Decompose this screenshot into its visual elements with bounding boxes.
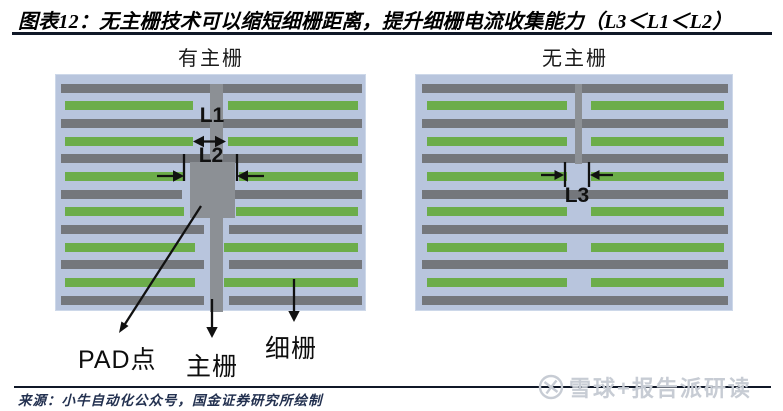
finger-stripe-green	[239, 171, 358, 181]
finger-stripe-green	[427, 277, 567, 287]
finger-stripe-green	[65, 136, 193, 146]
callout-pad-label: PAD点	[78, 346, 157, 374]
snowball-logo-icon	[538, 374, 564, 400]
finger-stripe-gray	[422, 224, 728, 234]
finger-stripe-gray	[229, 224, 362, 234]
finger-stripe-green	[228, 136, 358, 146]
left-panel-title: 有主栅	[178, 48, 244, 70]
finger-stripe-gray	[61, 295, 204, 305]
title-underline	[12, 32, 772, 35]
finger-stripe-green	[224, 242, 358, 252]
finger-stripe-gray	[61, 189, 182, 199]
pad-square	[190, 162, 235, 218]
finger-stripe-green	[591, 277, 724, 287]
cell-panel-without-busbar	[415, 74, 733, 311]
watermark-text: 雪球+报告派研读	[569, 376, 752, 401]
finger-stripe-green	[427, 101, 567, 111]
finger-stripe-green	[427, 207, 567, 217]
finger-stripe-green	[65, 101, 193, 111]
source-text: 来源：小牛自动化公众号，国金证券研究所绘制	[18, 393, 323, 408]
finger-stripe-green	[591, 171, 724, 181]
finger-stripe-green	[591, 136, 724, 146]
finger-stripe-green	[591, 101, 724, 111]
finger-stripe-gray	[61, 224, 204, 234]
finger-stripe-green	[228, 101, 358, 111]
finger-stripe-gray	[61, 260, 204, 270]
finger-stripe-green	[224, 277, 358, 287]
finger-stripe-gray	[422, 295, 728, 305]
watermark: 雪球+报告派研读	[538, 371, 752, 403]
finger-stripe-green	[65, 277, 195, 287]
finger-stripe-green	[591, 242, 724, 252]
finger-stripe-green	[591, 207, 724, 217]
finger-stripe-gray	[229, 260, 362, 270]
finger-stripe-gray	[234, 189, 362, 199]
finger-stripe-green	[236, 207, 358, 217]
connector-stub	[575, 83, 582, 164]
callout-finger-label: 细栅	[265, 335, 318, 363]
finger-stripe-green	[427, 242, 567, 252]
dim-label-l3: L3	[564, 184, 590, 207]
figure-title: 图表12：无主栅技术可以缩短细栅距离，提升细栅电流收集能力（L3＜L1＜L2）	[18, 11, 733, 33]
dim-label-l2: L2	[198, 144, 224, 167]
finger-stripe-green	[65, 207, 184, 217]
footer-rule	[14, 386, 771, 389]
finger-stripe-gray	[422, 260, 728, 270]
callout-busbar-label: 主栅	[186, 353, 239, 381]
finger-stripe-green	[427, 136, 567, 146]
dim-label-l1: L1	[199, 104, 225, 127]
finger-stripe-green	[427, 171, 567, 181]
finger-stripe-green	[65, 171, 183, 181]
finger-stripe-gray	[229, 295, 362, 305]
finger-stripe-gray	[422, 189, 728, 199]
right-panel-title: 无主栅	[542, 48, 608, 70]
finger-stripe-green	[65, 242, 195, 252]
